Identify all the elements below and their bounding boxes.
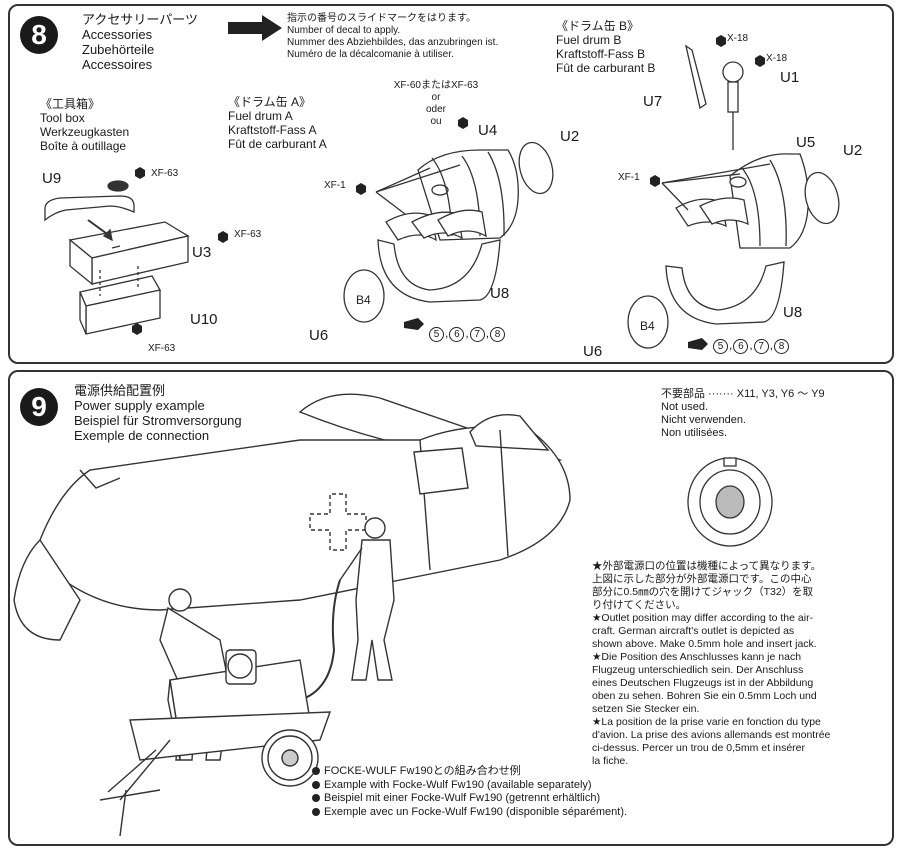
bullet-icon — [312, 794, 320, 802]
paint-label-x18-a: X-18 — [727, 33, 749, 44]
paint-label-xf63-b: XF-63 — [234, 229, 262, 240]
part-label-u9: U9 — [42, 170, 62, 187]
part-label-u3: U3 — [192, 244, 212, 261]
svg-text:B4: B4 — [356, 293, 371, 307]
decal-hand-icon-b — [688, 338, 708, 350]
bullet-icon — [312, 780, 320, 789]
part-label-u1: U1 — [780, 69, 800, 86]
part-label-u6-a: U6 — [309, 327, 329, 344]
part-label-u10: U10 — [190, 311, 218, 328]
part-label-u8-b: U8 — [783, 304, 803, 321]
step-9-panel — [8, 370, 894, 846]
paint-label-xf1-b: XF-1 — [618, 172, 640, 183]
part-label-u4: U4 — [478, 122, 498, 139]
power-outlet-detail — [687, 457, 773, 547]
toolbox-heading: 《工具箱》 Tool box Werkzeugkasten Boîte à ou… — [40, 97, 130, 153]
combination-note: FOCKE-WULF Fw190との組み合わせ例 Example with Fo… — [312, 765, 627, 819]
not-used-parts: 不要部品 ······· X11, Y3, Y6 ～ Y9 Not used. … — [661, 388, 825, 439]
step-9-illustration — [13, 393, 571, 837]
toolbox-drawing — [44, 180, 190, 335]
outlet-notes: ★外部電源口の位置は機種によって異なります。 上図に示した部分が外部電源口です。… — [592, 560, 831, 767]
fuel-drum-a-heading: 《ドラム缶 A》 Fuel drum A Kraftstoff-Fass A F… — [228, 95, 327, 151]
paint-hex-icons — [132, 35, 765, 335]
part-label-u5: U5 — [796, 134, 816, 151]
step-8-title: アクセサリーパーツ Accessories Zubehörteile Acces… — [82, 12, 198, 72]
svg-text:B4: B4 — [640, 319, 655, 333]
fuel-drum-b-heading: 《ドラム缶 B》 Fuel drum B Kraftstoff-Fass B F… — [556, 19, 656, 75]
paint-label-xf63-c: XF-63 — [148, 343, 176, 354]
part-label-u6-b: U6 — [583, 343, 603, 360]
decal-hand-icon-a — [404, 318, 424, 330]
bullet-icon — [312, 807, 320, 816]
step-9-number: 9 — [20, 388, 58, 426]
paint-xf60-xf63-label: XF-60またはXF-63 or oder ou — [393, 80, 479, 127]
paint-label-xf1-a: XF-1 — [324, 180, 346, 191]
step-8-number: 8 — [20, 16, 58, 54]
part-label-u7: U7 — [643, 93, 663, 110]
decal-arrow-icon — [228, 15, 282, 41]
bullet-icon — [312, 767, 320, 775]
decal-instructions: 指示の番号のスライドマークをはります。 Number of decal to a… — [287, 13, 499, 60]
part-label-u2-a: U2 — [560, 128, 580, 145]
part-label-u2-b: U2 — [843, 142, 863, 159]
paint-label-xf63-a: XF-63 — [151, 168, 179, 179]
part-label-u8-a: U8 — [490, 285, 510, 302]
fuel-drum-b-drawing: B4 — [627, 44, 840, 349]
decal-numbers-a: 5,6,7,8 — [428, 326, 506, 342]
step-9-title: 電源供給配置例 Power supply example Beispiel fü… — [74, 383, 242, 443]
fuel-drum-a-drawing: B4 — [343, 141, 554, 323]
paint-label-x18-b: X-18 — [766, 53, 788, 64]
decal-numbers-b: 5,6,7,8 — [712, 338, 790, 354]
